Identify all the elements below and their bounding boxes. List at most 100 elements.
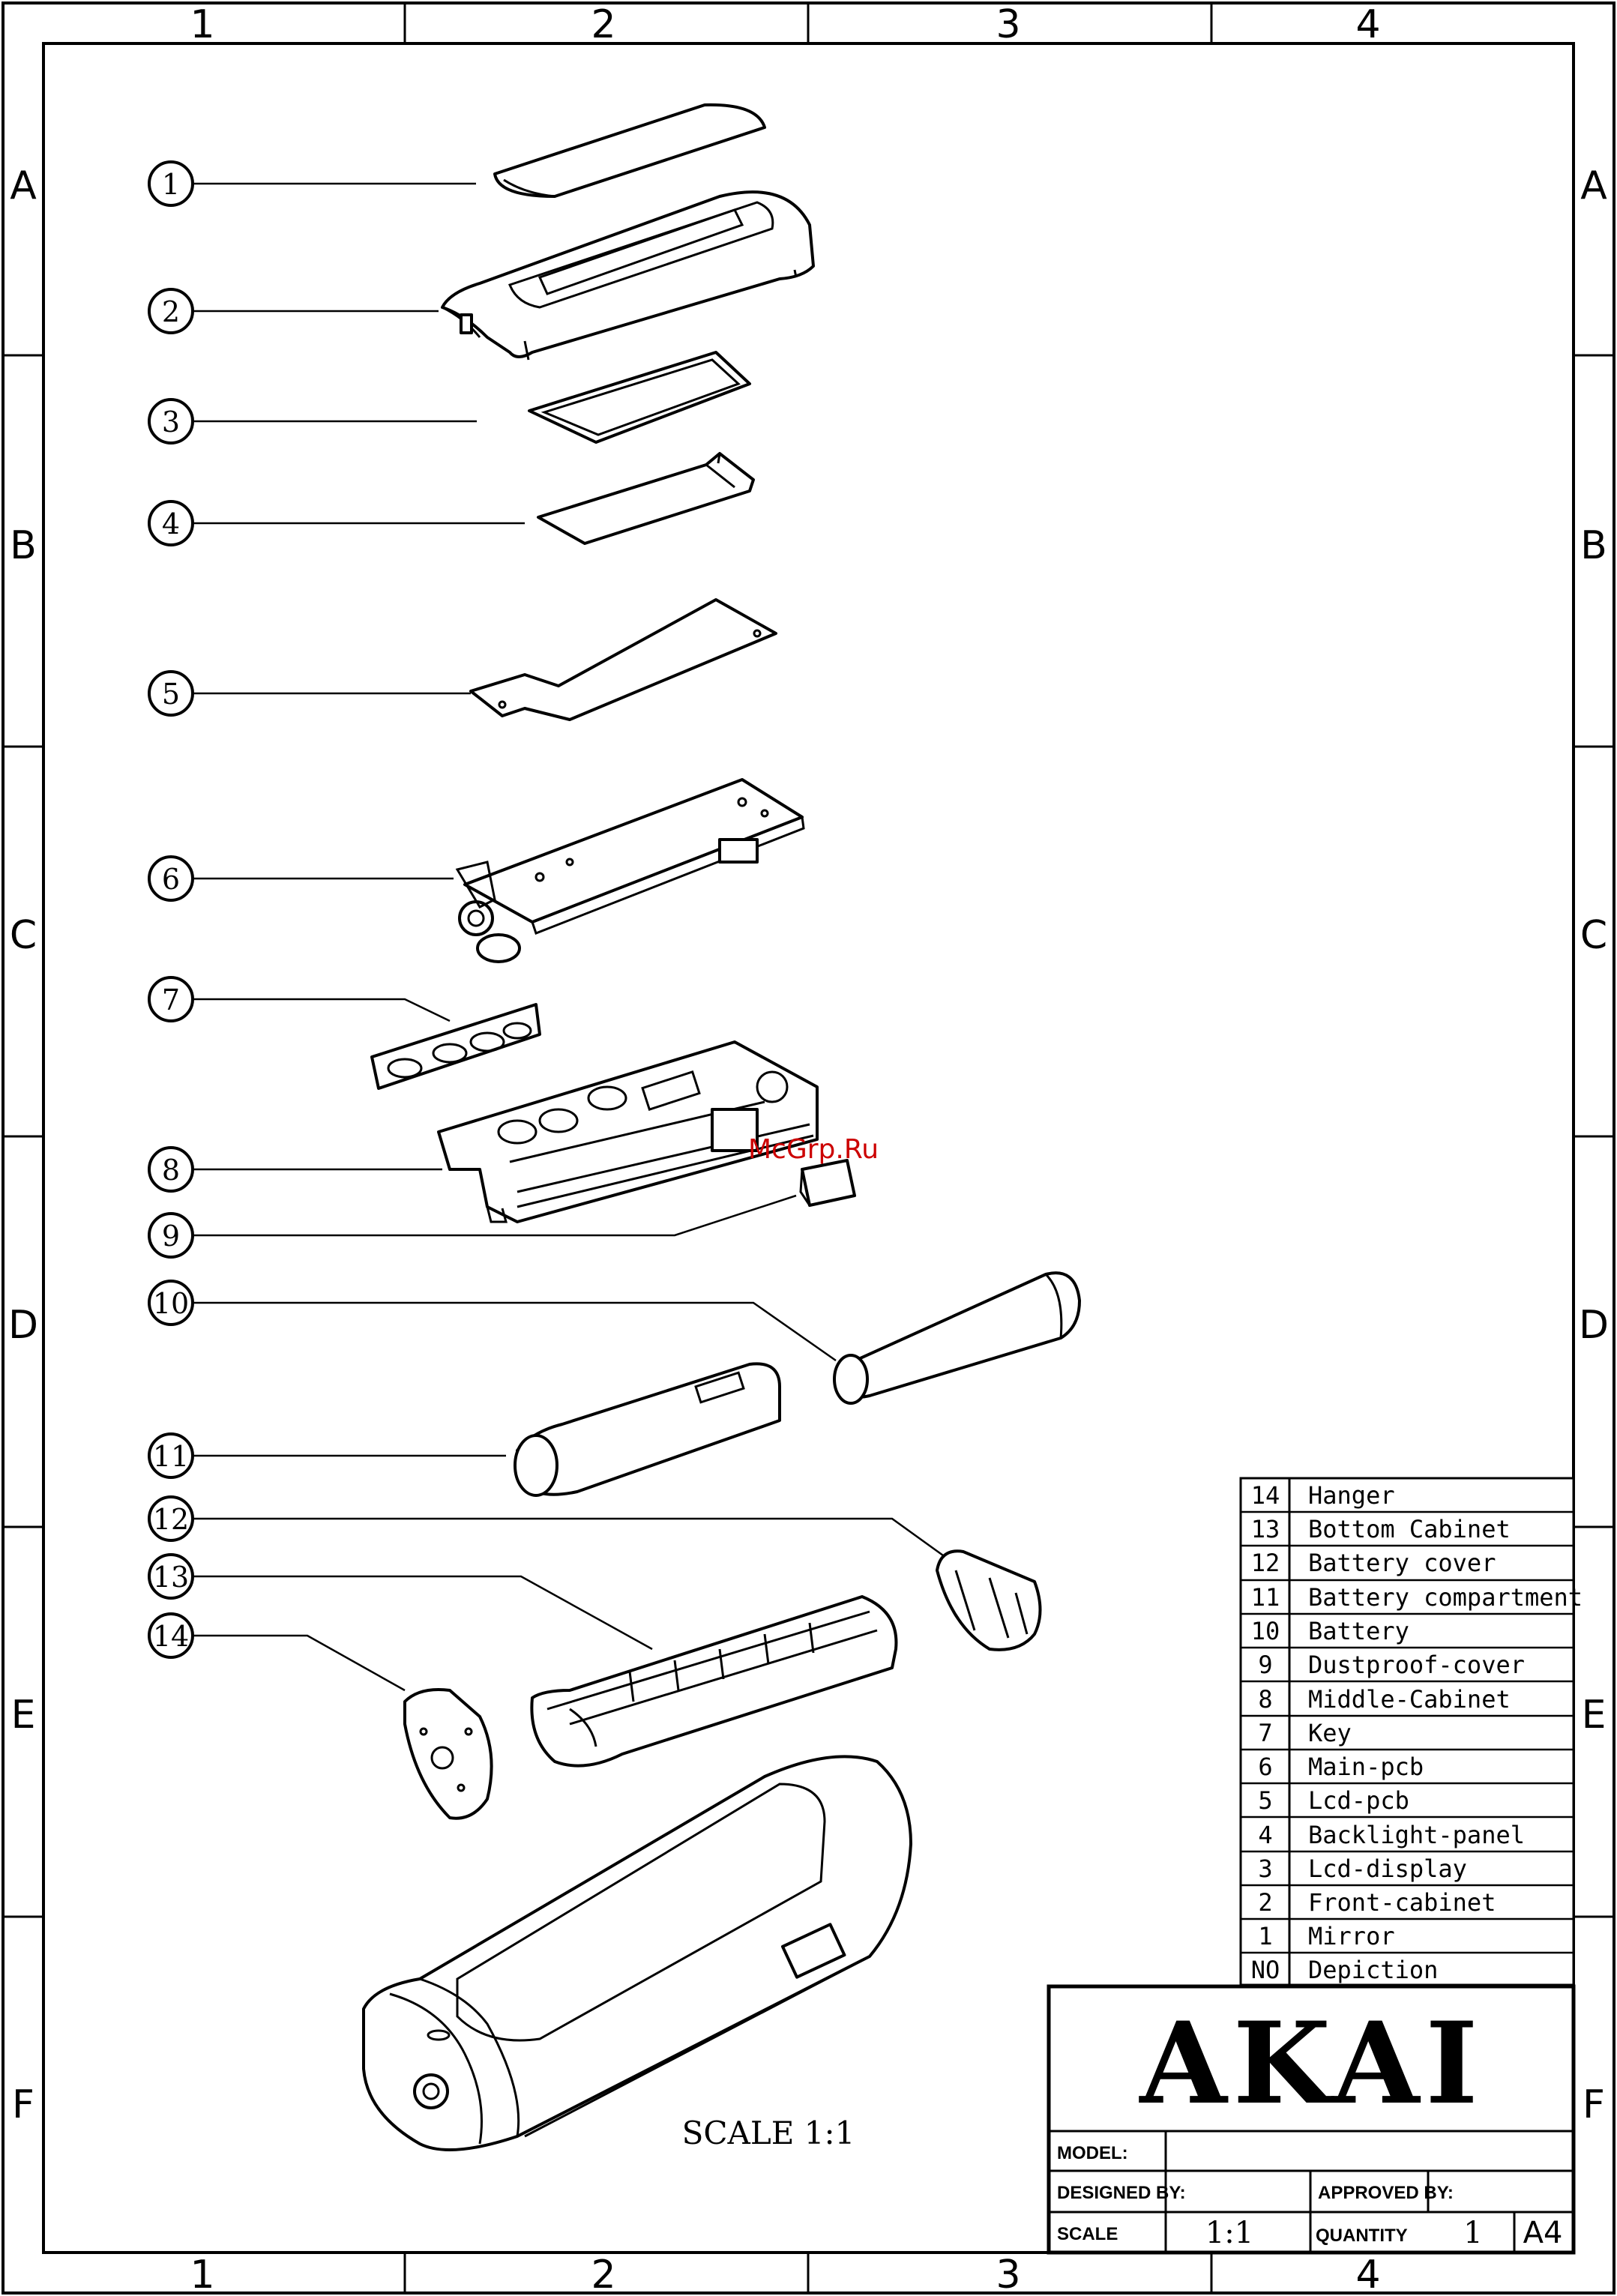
grid-row-e-left: E — [11, 1693, 36, 1738]
parts-row-name: Mirror — [1308, 1922, 1395, 1950]
parts-row-name: Middle-Cabinet — [1308, 1685, 1511, 1714]
parts-row-no: 1 — [1258, 1922, 1272, 1950]
parts-row-no: 14 — [1251, 1481, 1280, 1510]
grid-col-3-bottom: 3 — [996, 2253, 1020, 2296]
approved-by-label: APPROVED BY: — [1318, 2183, 1454, 2203]
parts-row-no: 9 — [1258, 1651, 1272, 1679]
parts-row-no: 8 — [1258, 1685, 1272, 1714]
parts-header-depiction: Depiction — [1308, 1956, 1438, 1984]
parts-row-name: Lcd-pcb — [1308, 1786, 1409, 1815]
part-main-pcb — [455, 778, 805, 963]
part-key — [370, 1003, 541, 1090]
callout-3: 3 — [162, 406, 180, 439]
grid-col-4-top: 4 — [1355, 2, 1380, 47]
grid-col-2-top: 2 — [591, 2, 615, 47]
model-label: MODEL: — [1057, 2143, 1128, 2163]
grid-row-e-right: E — [1582, 1693, 1607, 1738]
parts-row-no: 7 — [1258, 1719, 1272, 1747]
grid-col-3-top: 3 — [996, 2, 1020, 47]
grid-ticks — [3, 3, 1614, 2293]
parts-row-name: Bottom Cabinet — [1308, 1515, 1511, 1543]
watermark: McGrp.Ru — [748, 1134, 879, 1165]
grid-row-f-left: F — [12, 2082, 34, 2127]
part-lcd-pcb — [469, 598, 777, 721]
parts-row-name: Key — [1308, 1719, 1352, 1747]
part-battery-cover — [936, 1549, 1042, 1651]
parts-row-no: 10 — [1251, 1617, 1280, 1645]
parts-row-no: 11 — [1251, 1583, 1280, 1612]
callout-5: 5 — [162, 678, 180, 711]
scale-note: SCALE 1:1 — [682, 2115, 855, 2151]
grid-row-c-left: C — [10, 913, 37, 958]
grid-row-a-right: A — [1580, 163, 1607, 208]
parts-row-name: Main-pcb — [1308, 1753, 1424, 1781]
part-lcd-display — [528, 351, 751, 444]
parts-header-no: NO — [1251, 1956, 1280, 1984]
callout-8: 8 — [162, 1154, 180, 1187]
part-battery-compartment — [514, 1362, 781, 1497]
scale-label: SCALE — [1057, 2224, 1118, 2244]
parts-row-no: 13 — [1251, 1515, 1280, 1543]
parts-row-name: Lcd-display — [1308, 1854, 1467, 1883]
part-dustproof-cover — [799, 1159, 856, 1207]
parts-row-no: 2 — [1258, 1888, 1272, 1917]
callout-13: 13 — [153, 1561, 189, 1594]
parts-row-no: 3 — [1258, 1854, 1272, 1883]
grid-column-labels-bottom: 1 2 3 4 — [190, 2253, 1380, 2296]
title-block: AKAI MODEL: DESIGNED BY: APPROVED BY: SC… — [1047, 1984, 1576, 2255]
parts-list-table: 14 Hanger 13 Bottom Cabinet 12 Battery c… — [1239, 1477, 1583, 1986]
grid-row-labels-left: A B C D E F — [8, 163, 38, 2127]
part-backlight-panel — [537, 452, 755, 545]
parts-row-name: Battery — [1308, 1617, 1409, 1645]
callout-4: 4 — [162, 507, 180, 540]
leader-lines — [193, 182, 944, 1692]
grid-column-labels-top: 1 2 3 4 — [190, 2, 1380, 47]
parts-row-no: 6 — [1258, 1753, 1272, 1781]
designed-by-label: DESIGNED BY: — [1057, 2183, 1186, 2203]
parts-row-no: 12 — [1251, 1549, 1280, 1577]
parts-row-name: Battery compartment — [1308, 1583, 1583, 1612]
part-mirror — [493, 103, 766, 198]
grid-col-1-bottom: 1 — [190, 2253, 214, 2296]
parts-row-name: Dustproof-cover — [1308, 1651, 1525, 1679]
part-assembled-unit — [362, 1755, 912, 2151]
grid-row-b-left: B — [10, 523, 37, 568]
scale-value: 1:1 — [1205, 2216, 1253, 2250]
part-middle-cabinet — [437, 1040, 819, 1223]
grid-col-4-bottom: 4 — [1355, 2253, 1380, 2296]
callout-10: 10 — [153, 1287, 189, 1320]
part-battery — [833, 1271, 1081, 1405]
callout-9: 9 — [162, 1220, 180, 1253]
part-front-cabinet — [441, 190, 815, 361]
part-hanger — [403, 1688, 493, 1820]
callout-1: 1 — [162, 168, 180, 201]
grid-row-a-left: A — [10, 163, 37, 208]
grid-row-d-left: D — [8, 1303, 38, 1348]
quantity-label: QUANTITY — [1316, 2226, 1408, 2246]
callout-bubbles: 1 2 3 4 5 6 7 8 9 10 11 12 13 14 — [148, 160, 194, 1659]
grid-row-d-right: D — [1579, 1303, 1609, 1348]
grid-col-1-top: 1 — [190, 2, 214, 47]
sheet-size: A4 — [1523, 2216, 1563, 2250]
quantity-value: 1 — [1463, 2216, 1482, 2250]
brand-logo: AKAI — [1138, 1998, 1484, 2130]
callout-11: 11 — [153, 1440, 189, 1473]
parts-row-name: Front-cabinet — [1308, 1888, 1496, 1917]
callout-12: 12 — [153, 1503, 189, 1536]
parts-row-no: 5 — [1258, 1786, 1272, 1815]
parts-row-name: Backlight-panel — [1308, 1821, 1525, 1849]
parts-row-name: Hanger — [1308, 1481, 1395, 1510]
parts-row-name: Battery cover — [1308, 1549, 1496, 1577]
parts-row-no: 4 — [1258, 1821, 1272, 1849]
grid-row-c-right: C — [1580, 913, 1607, 958]
grid-col-2-bottom: 2 — [591, 2253, 615, 2296]
callout-14: 14 — [153, 1620, 189, 1653]
callout-2: 2 — [162, 295, 180, 328]
grid-row-labels-right: A B C D E F — [1579, 163, 1609, 2127]
callout-7: 7 — [162, 983, 180, 1016]
grid-row-b-right: B — [1580, 523, 1607, 568]
grid-row-f-right: F — [1583, 2082, 1605, 2127]
callout-6: 6 — [162, 863, 180, 896]
part-bottom-cabinet — [530, 1595, 898, 1768]
